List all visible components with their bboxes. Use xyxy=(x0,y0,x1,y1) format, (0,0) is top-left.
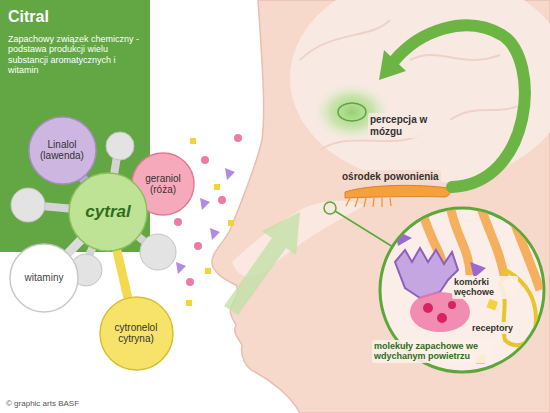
bubble-circle xyxy=(29,117,96,184)
odor-dot xyxy=(174,218,182,226)
bubble-text-group: cytral xyxy=(85,202,130,222)
title: Citral xyxy=(8,8,49,26)
olfactory-cell xyxy=(395,248,458,298)
molecules xyxy=(174,134,242,306)
annotation-label: molekuły zapachowe we wdychanym powietrz… xyxy=(372,340,494,363)
odor-dot xyxy=(423,303,433,313)
molecule-bubble: cytral xyxy=(68,172,148,252)
copyright-note: © graphic arts BASF xyxy=(4,398,81,409)
bubble-circle xyxy=(10,244,78,312)
inhale-arrow xyxy=(224,212,300,315)
bubble-circle xyxy=(69,173,147,251)
annotation-label: receptory xyxy=(470,322,515,334)
grey-bubble xyxy=(140,234,176,270)
node-label: Linalol (lawenda) xyxy=(34,139,90,162)
fiber xyxy=(390,198,391,206)
odor-dot xyxy=(218,196,226,204)
signal-arrowhead xyxy=(379,50,406,80)
odor-dot xyxy=(194,242,202,250)
odor-dot xyxy=(186,278,194,286)
fiber xyxy=(364,198,366,207)
node-label: witaminy xyxy=(25,272,64,284)
odor-triangle xyxy=(225,168,235,180)
odor-square xyxy=(205,268,211,274)
bubble-text-group: Linalol (lawenda) xyxy=(34,139,90,162)
odor-square xyxy=(186,300,192,306)
odor-triangle xyxy=(176,262,186,274)
olfactory-fibers xyxy=(346,198,391,207)
annotation-label: komórki węchowe xyxy=(452,276,518,299)
fiber xyxy=(373,198,374,207)
caption: Zapachowy związek chemiczny - podstawa p… xyxy=(8,34,144,75)
fiber xyxy=(381,198,382,207)
odor-square xyxy=(228,220,234,226)
odor-dot xyxy=(448,301,456,309)
grey-bubble xyxy=(106,132,134,160)
fiber xyxy=(355,198,358,207)
odor-triangle xyxy=(395,230,412,246)
odor-square xyxy=(214,184,220,190)
zoom-leader xyxy=(335,211,393,247)
odor-dot xyxy=(437,313,447,323)
node-label: geraniol (róża) xyxy=(138,173,188,196)
molecule-bubble: cytronelol cytryna) xyxy=(99,296,174,371)
molecule-bubble: witaminy xyxy=(9,243,79,313)
odor-square xyxy=(190,138,196,144)
fiber xyxy=(346,198,350,206)
bubble-text-group: geraniol (róża) xyxy=(138,173,188,196)
odor-triangle xyxy=(210,228,220,240)
bubble-stem xyxy=(68,240,81,254)
nasal-cavity xyxy=(232,201,365,277)
odor-dot xyxy=(234,134,242,142)
bubble-stem xyxy=(117,250,128,297)
node-label: cytronelol cytryna) xyxy=(105,322,167,345)
green-panel xyxy=(0,0,150,252)
zoom-marker xyxy=(324,202,336,214)
bubble-circle xyxy=(100,297,173,370)
odor-square xyxy=(487,299,499,311)
bubble-text-group: witaminy xyxy=(25,272,64,284)
odor-dot xyxy=(201,156,209,164)
bubble-text-group: cytronelol cytryna) xyxy=(105,322,167,345)
molecule-bubble: Linalol (lawenda) xyxy=(28,116,97,185)
node-label: cytral xyxy=(85,202,130,222)
perception-ring xyxy=(338,103,366,121)
grey-bubble xyxy=(11,188,45,222)
annotation-label: percepcja w mózgu xyxy=(368,113,450,138)
olfactory-bulb xyxy=(345,185,450,198)
signal-arrow xyxy=(394,25,525,187)
annotation-label: ośrodek powonienia xyxy=(340,170,441,184)
odor-triangle xyxy=(200,198,210,210)
